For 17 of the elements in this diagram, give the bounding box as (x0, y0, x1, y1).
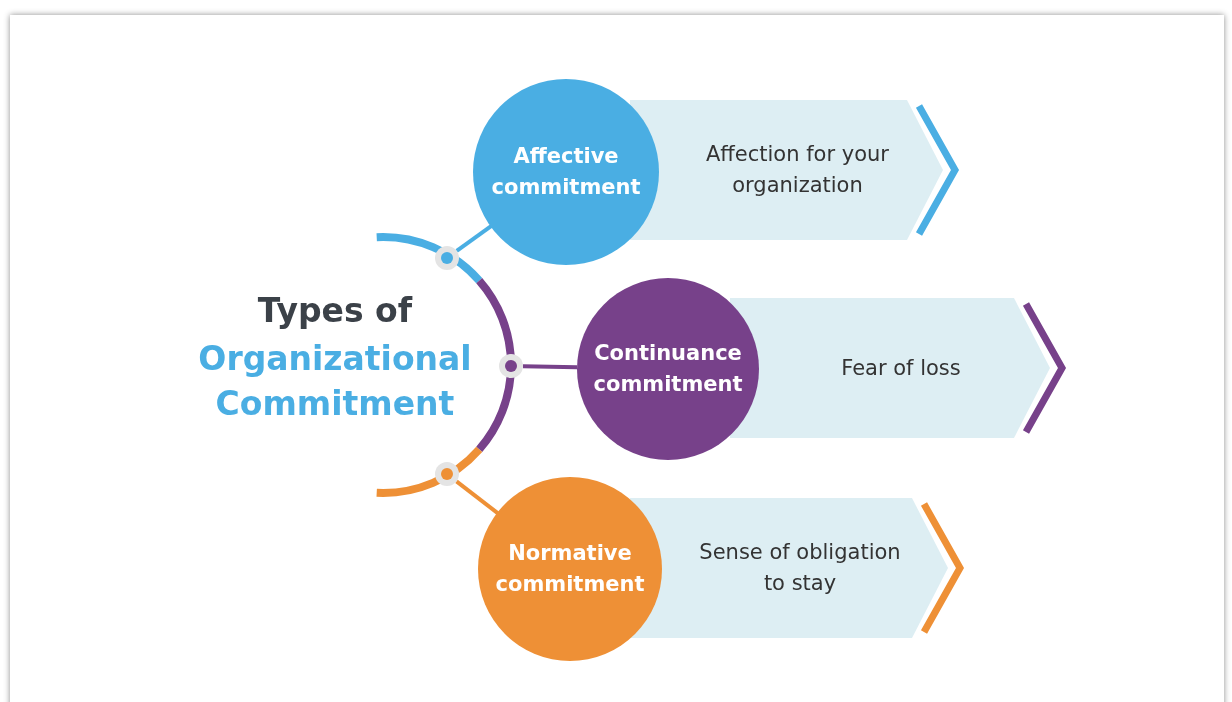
connector-dot (435, 246, 459, 270)
connector-line (455, 224, 493, 253)
circle-shape (473, 80, 659, 264)
category-label: Continuance commitment (592, 340, 744, 398)
description-text: Sense of obligation to stay (698, 539, 902, 597)
heading-text: Organizational Commitment (197, 338, 473, 425)
connector-line (522, 364, 578, 370)
circle-shape (577, 278, 759, 460)
heading-text: Types of (256, 290, 414, 332)
category-label: Affective commitment (490, 143, 642, 201)
description-text: Affection for your organization (705, 141, 890, 199)
connector-dot (499, 354, 523, 378)
description-text: Fear of loss (841, 354, 961, 382)
connector-line (455, 479, 500, 515)
circle-shape (478, 478, 662, 660)
connector-dot (435, 462, 459, 486)
category-label: Normative commitment (494, 540, 646, 598)
